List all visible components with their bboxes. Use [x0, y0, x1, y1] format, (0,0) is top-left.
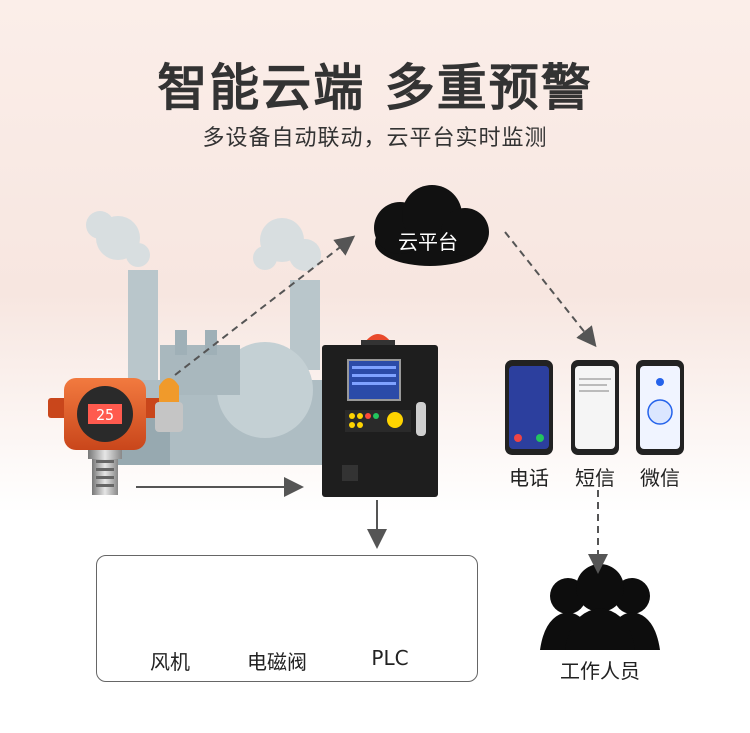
flow-arrows: [136, 231, 608, 574]
device-label-valve: 电磁阀: [247, 650, 307, 674]
alert-label-wechat: 微信: [640, 466, 680, 490]
device-label-fan: 风机: [150, 650, 190, 674]
phone-wechat: [636, 360, 684, 455]
device-label-plc: PLC: [371, 646, 409, 670]
factory-illustration: [86, 211, 330, 465]
linked-devices-box: [96, 555, 478, 682]
alarm-controller: [322, 334, 438, 497]
phone-sms: [571, 360, 619, 455]
detector-display: 25: [96, 406, 114, 424]
page-title: 智能云端 多重预警: [157, 59, 593, 117]
cloud-platform: [374, 185, 489, 266]
phone-call: [505, 360, 553, 455]
alert-label-sms: 短信: [575, 466, 615, 490]
staff-icon: [540, 564, 660, 650]
staff-label: 工作人员: [560, 659, 640, 683]
gas-detector: 25: [48, 378, 183, 495]
cloud-label: 云平台: [398, 230, 458, 254]
alert-label-phone: 电话: [509, 466, 549, 490]
page-subtitle: 多设备自动联动，云平台实时监测: [202, 126, 548, 151]
